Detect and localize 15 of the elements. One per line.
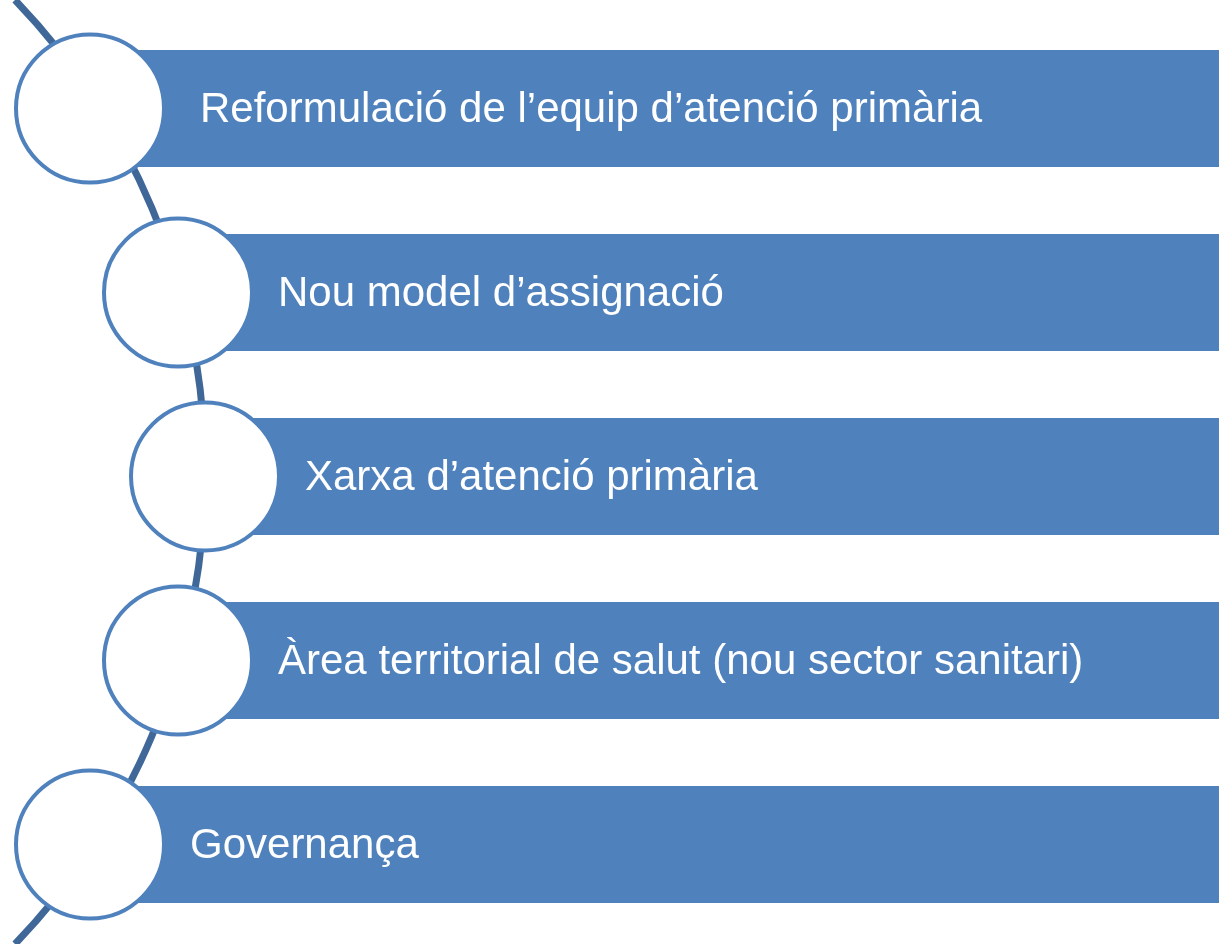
list-bar (253, 602, 1219, 719)
circle-marker (102, 216, 254, 369)
bar-text: Xarxa d’atenció primària (305, 451, 758, 502)
circle-marker (14, 768, 166, 921)
bar-text: Nou model d’assignació (278, 267, 724, 318)
bar-text: Reformulació de l’equip d’atenció primària (200, 83, 983, 134)
circle-marker (129, 400, 281, 553)
list-bar (280, 418, 1219, 535)
list-bar (253, 234, 1219, 351)
circle-marker (102, 584, 254, 737)
list-bar (165, 786, 1219, 903)
bar-text: Àrea territorial de salut (nou sector sanitari) (278, 635, 1084, 686)
list-bar (165, 50, 1219, 167)
circle-marker (14, 32, 166, 185)
bar-text: Governança (190, 819, 419, 870)
